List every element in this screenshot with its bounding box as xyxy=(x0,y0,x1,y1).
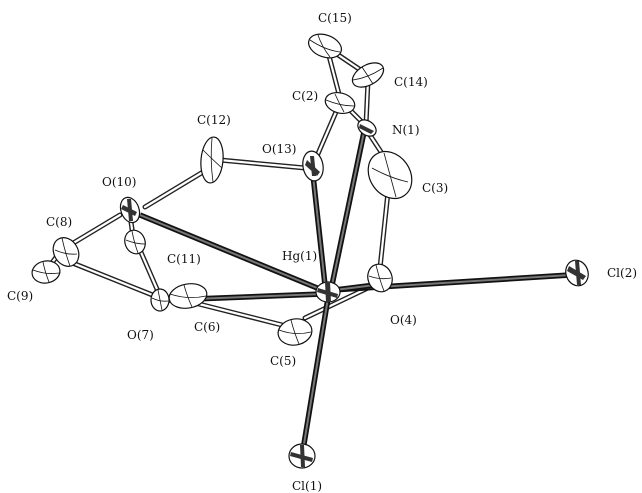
atom-cl1-ellipsoid xyxy=(288,443,316,469)
bond-c12-o10 xyxy=(142,169,206,210)
atom-c15-ellipsoid xyxy=(307,33,343,59)
bond-hg-n1 xyxy=(329,131,367,286)
label-o13: O(13) xyxy=(262,142,296,156)
atom-c14-ellipsoid xyxy=(351,62,385,88)
bond-c6-c5 xyxy=(192,300,285,328)
label-c6: C(6) xyxy=(194,320,220,334)
atom-hg1-ellipsoid xyxy=(315,281,341,303)
bond-o10-c8 xyxy=(67,212,123,248)
atom-c3-ellipsoid xyxy=(367,150,413,200)
label-cl1: Cl(1) xyxy=(292,479,322,493)
label-c12: C(12) xyxy=(197,113,231,127)
label-c8: C(8) xyxy=(46,215,72,229)
label-n1: N(1) xyxy=(392,123,420,137)
label-o10: O(10) xyxy=(102,175,136,189)
label-c5: C(5) xyxy=(270,354,296,368)
bond-c14-n1 xyxy=(363,77,371,128)
atom-o13-ellipsoid xyxy=(302,150,324,182)
atom-c9-ellipsoid xyxy=(31,260,61,284)
bond-hg-o4 xyxy=(334,282,376,293)
bond-hg-o13 xyxy=(310,174,328,286)
label-c15: C(15) xyxy=(318,11,352,25)
label-c2: C(2) xyxy=(292,89,318,103)
label-cl2: Cl(2) xyxy=(607,266,637,280)
bond-hg-o10 xyxy=(138,212,324,293)
label-hg1: Hg(1) xyxy=(282,249,317,263)
atom-o4-ellipsoid xyxy=(367,263,393,293)
atom-c2-ellipsoid xyxy=(324,91,356,115)
label-o7: O(7) xyxy=(127,328,154,342)
label-c11: C(11) xyxy=(167,252,201,266)
label-o4: O(4) xyxy=(390,313,417,327)
bond-c5-o4 xyxy=(302,283,375,321)
bond-c3-o4 xyxy=(377,189,391,271)
atom-c6-ellipsoid xyxy=(168,283,208,309)
bond-hg-cl1 xyxy=(300,297,331,451)
label-c9: C(9) xyxy=(7,289,33,303)
atom-o10-ellipsoid xyxy=(119,196,141,224)
bond-c15-c2 xyxy=(325,49,343,101)
atoms xyxy=(31,33,589,469)
atom-c8-ellipsoid xyxy=(52,237,80,267)
atom-cl2-ellipsoid xyxy=(565,259,589,287)
atom-labels: C(15) C(14) C(2) N(1) C(12) O(13) C(3) O… xyxy=(7,11,637,493)
atom-c11-ellipsoid xyxy=(124,229,146,255)
atom-c5-ellipsoid xyxy=(277,318,313,346)
label-c3: C(3) xyxy=(422,181,448,195)
atom-n1-ellipsoid xyxy=(357,119,377,137)
atom-o7-ellipsoid xyxy=(150,288,170,312)
atom-c12-ellipsoid xyxy=(200,136,224,184)
bond-o13-c12 xyxy=(217,157,308,171)
bond-c2-o13 xyxy=(314,109,339,159)
bond-c11-c6-back xyxy=(137,247,163,299)
label-c14: C(14) xyxy=(394,75,428,89)
bond-c8-o7 xyxy=(67,259,158,299)
